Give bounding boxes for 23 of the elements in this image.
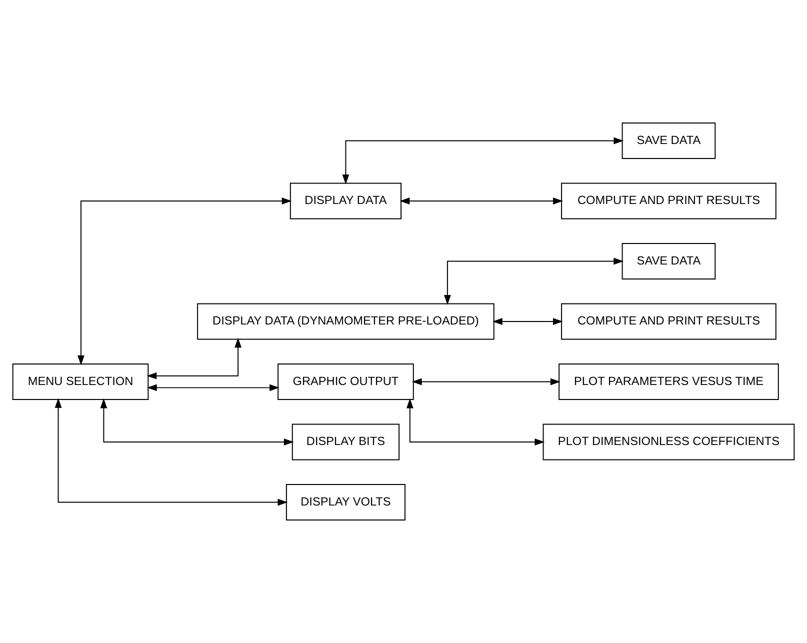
arrow — [146, 338, 242, 380]
node-box: DISPLAY VOLTS — [286, 484, 406, 521]
node-box: DISPLAY DATA (DYNAMOMETER PRE-LOADED) — [197, 303, 494, 340]
arrow — [400, 198, 563, 204]
arrow — [78, 198, 292, 366]
node-box: SAVE DATA — [622, 122, 716, 159]
node-box: MENU SELECTION — [12, 363, 149, 400]
arrow — [100, 398, 294, 446]
arrow — [342, 137, 624, 184]
arrow — [492, 318, 563, 325]
node-box: COMPUTE AND PRINT RESULTS — [561, 182, 776, 220]
node-box: PLOT PARAMETERS VESUS TIME — [558, 363, 779, 400]
node-box: DISPLAY BITS — [292, 424, 400, 460]
node-box: COMPUTE AND PRINT RESULTS — [561, 303, 776, 340]
arrow — [54, 398, 288, 506]
arrow — [412, 378, 560, 386]
node-box: GRAPHIC OUTPUT — [278, 363, 414, 400]
arrow — [406, 398, 545, 446]
arrow — [146, 384, 280, 392]
node-box: PLOT DIMENSIONLESS COEFFICIENTS — [542, 424, 795, 460]
node-box: DISPLAY DATA — [290, 182, 402, 220]
node-box: SAVE DATA — [622, 242, 716, 280]
arrow — [444, 258, 624, 305]
